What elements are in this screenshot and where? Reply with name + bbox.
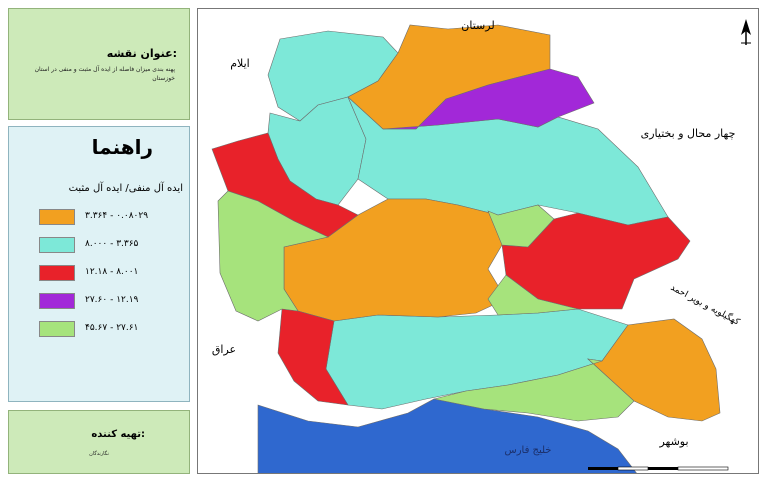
neighbor-label-south: بوشهر	[658, 435, 688, 448]
district-region	[433, 358, 635, 422]
sea-area	[257, 398, 637, 473]
legend-title: راهنما	[91, 135, 153, 159]
map-title-heading: عنوان نقشه:	[106, 47, 177, 60]
legend-label: ۸.۰۰۱ - ۱۲.۱۸	[85, 267, 139, 277]
district-region	[487, 274, 579, 316]
province-map: لرستان ایلام چهار محال و بختیاری کهگیلوی…	[211, 19, 751, 473]
legend-swatch	[39, 209, 75, 225]
district-region	[382, 68, 595, 130]
legend-swatch	[39, 265, 75, 281]
district-region	[587, 318, 721, 422]
author-heading: تهیه کننده:	[91, 429, 145, 440]
legend-swatch	[39, 321, 75, 337]
district-region	[217, 190, 329, 322]
legend-item: ۳.۳۶۵ - ۸.۰۰۰	[39, 237, 179, 253]
legend-label: ۰.۰۸۰۲۹ - ۳.۳۶۴	[85, 211, 149, 221]
legend-label: ۳.۳۶۵ - ۸.۰۰۰	[85, 239, 139, 249]
legend-item: ۱۲.۱۹ - ۲۷.۶۰	[39, 293, 179, 309]
legend-item: ۲۷.۶۱ - ۴۵.۶۷	[39, 321, 179, 337]
map-title-panel: عنوان نقشه: پهنه بندی میزان فاصله از اید…	[8, 8, 190, 120]
neighbor-label-north: لرستان	[461, 19, 494, 32]
map-frame: لرستان ایلام چهار محال و بختیاری کهگیلوی…	[197, 8, 759, 474]
map-title-description: پهنه بندی میزان فاصله از ایده آل مثبت و …	[34, 66, 175, 82]
legend-label: ۱۲.۱۹ - ۲۷.۶۰	[85, 295, 139, 305]
author-name: نگارندگان	[89, 451, 109, 457]
neighbor-label-northwest: ایلام	[230, 57, 250, 70]
legend-subtitle: ایده آل منفی/ ایده آل مثبت	[68, 183, 183, 194]
legend-swatch	[39, 293, 75, 309]
sea-label: خلیج فارس	[504, 445, 551, 456]
neighbor-label-southeast: کهگیلویه و بویر احمد	[669, 281, 743, 328]
legend-panel: راهنما ایده آل منفی/ ایده آل مثبت ۰.۰۸۰۲…	[8, 126, 190, 402]
neighbor-label-east: چهار محال و بختیاری	[641, 127, 736, 140]
district-region	[487, 204, 555, 248]
north-arrow-icon	[741, 19, 751, 45]
legend-item: ۰.۰۸۰۲۹ - ۳.۳۶۴	[39, 209, 179, 225]
legend-item: ۸.۰۰۱ - ۱۲.۱۸	[39, 265, 179, 281]
district-region	[277, 308, 349, 406]
neighbor-label-west: عراق	[212, 343, 236, 356]
legend-swatch	[39, 237, 75, 253]
scale-bar	[588, 466, 729, 471]
legend-label: ۲۷.۶۱ - ۴۵.۶۷	[85, 323, 139, 333]
author-panel: تهیه کننده: نگارندگان	[8, 410, 190, 474]
